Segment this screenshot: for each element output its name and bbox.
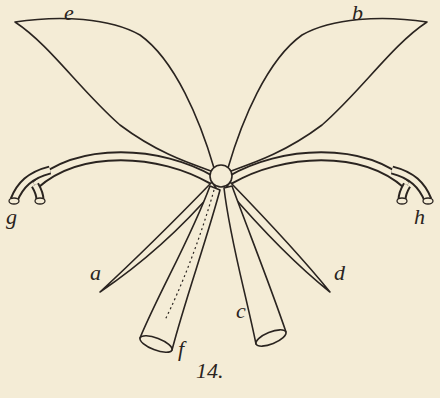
petal-right (228, 18, 427, 172)
part-label: f (178, 338, 184, 360)
petal-label: e (64, 2, 74, 24)
tube-c (224, 186, 286, 344)
part-label: a (90, 262, 101, 284)
part-label: c (236, 300, 246, 322)
part-label: g (6, 206, 17, 228)
center-column (210, 165, 232, 187)
petal-left (15, 18, 214, 172)
petal-label: b (352, 2, 363, 24)
part-label: h (414, 206, 425, 228)
figure-number: 14. (196, 360, 224, 382)
tube-f (140, 186, 220, 350)
part-label: d (334, 262, 345, 284)
